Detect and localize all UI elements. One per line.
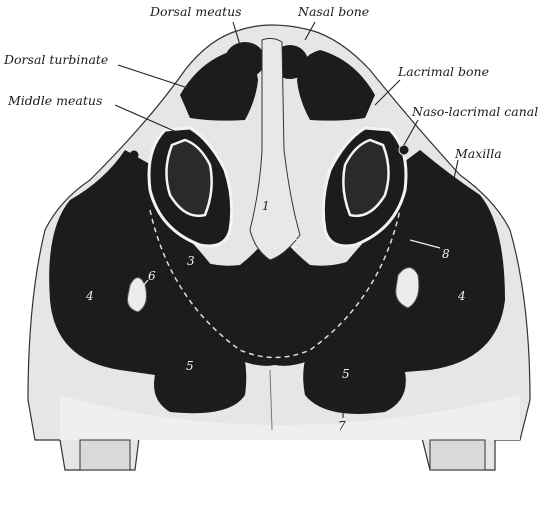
number-2: 2 bbox=[291, 237, 300, 251]
number-8: 8 bbox=[442, 247, 450, 261]
label-middle-meatus: Middle meatus bbox=[7, 93, 102, 108]
label-nasal-bone: Nasal bone bbox=[297, 4, 369, 19]
right-dorsal-turbinate bbox=[297, 50, 375, 121]
right-naso-lacrimal-canal bbox=[399, 145, 409, 155]
label-dorsal-meatus: Dorsal meatus bbox=[149, 4, 242, 19]
left-naso-lacrimal-canal bbox=[130, 151, 139, 160]
label-maxilla: Maxilla bbox=[454, 146, 502, 161]
label-dorsal-turbinate: Dorsal turbinate bbox=[3, 52, 108, 67]
label-naso-lacrimal-canal: Naso-lacrimal canal bbox=[411, 104, 538, 119]
label-lacrimal-bone: Lacrimal bone bbox=[397, 64, 489, 79]
number-4-left: 4 bbox=[85, 289, 94, 303]
left-tooth-notch bbox=[80, 440, 130, 470]
number-4-right: 4 bbox=[457, 289, 466, 303]
number-3: 3 bbox=[187, 254, 195, 268]
number-5-left: 5 bbox=[186, 359, 194, 373]
right-tooth-notch bbox=[430, 440, 485, 470]
number-6: 6 bbox=[148, 269, 156, 283]
left-dorsal-meatus bbox=[225, 42, 265, 78]
number-1: 1 bbox=[262, 199, 270, 213]
number-5-right: 5 bbox=[342, 367, 350, 381]
number-7: 7 bbox=[338, 419, 346, 433]
